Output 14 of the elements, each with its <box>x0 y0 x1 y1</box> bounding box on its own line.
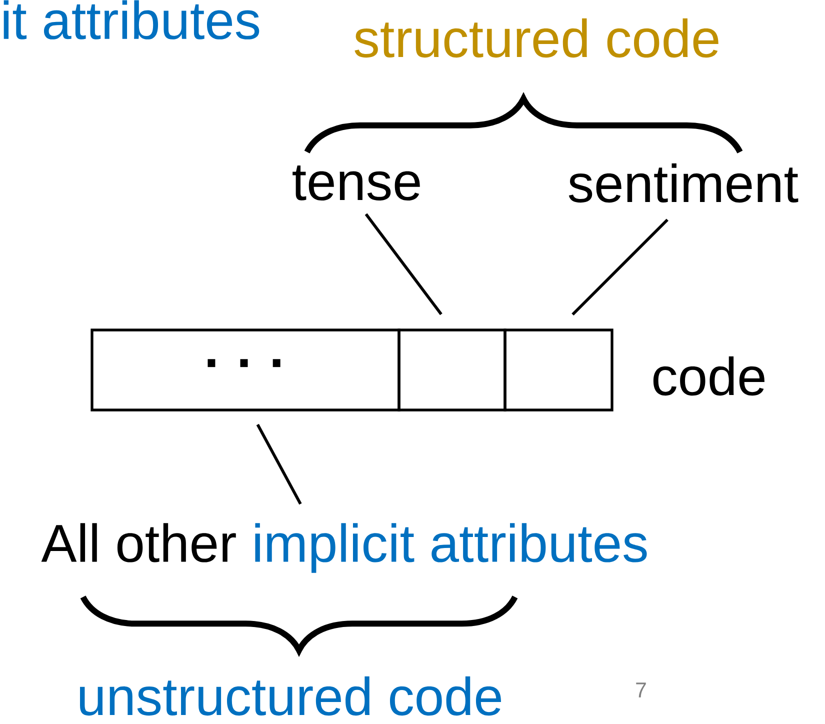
section-heading: it attributes <box>4 0 260 40</box>
leader-line <box>256 424 302 505</box>
vector-label: code <box>653 356 764 396</box>
leader-line <box>364 213 442 316</box>
leader-line <box>572 218 668 316</box>
brace-label: unstructured code <box>80 676 501 716</box>
table-cell <box>398 328 506 412</box>
page-number: 7 <box>636 682 646 698</box>
attribute-label: tense <box>292 166 420 200</box>
table-cell: · · · <box>90 328 400 412</box>
table-cell <box>504 328 614 412</box>
brace-label: structured code <box>354 18 718 58</box>
attribute-label: sentiment <box>568 163 798 203</box>
attribute-label: All other implicit attributes <box>41 523 647 573</box>
